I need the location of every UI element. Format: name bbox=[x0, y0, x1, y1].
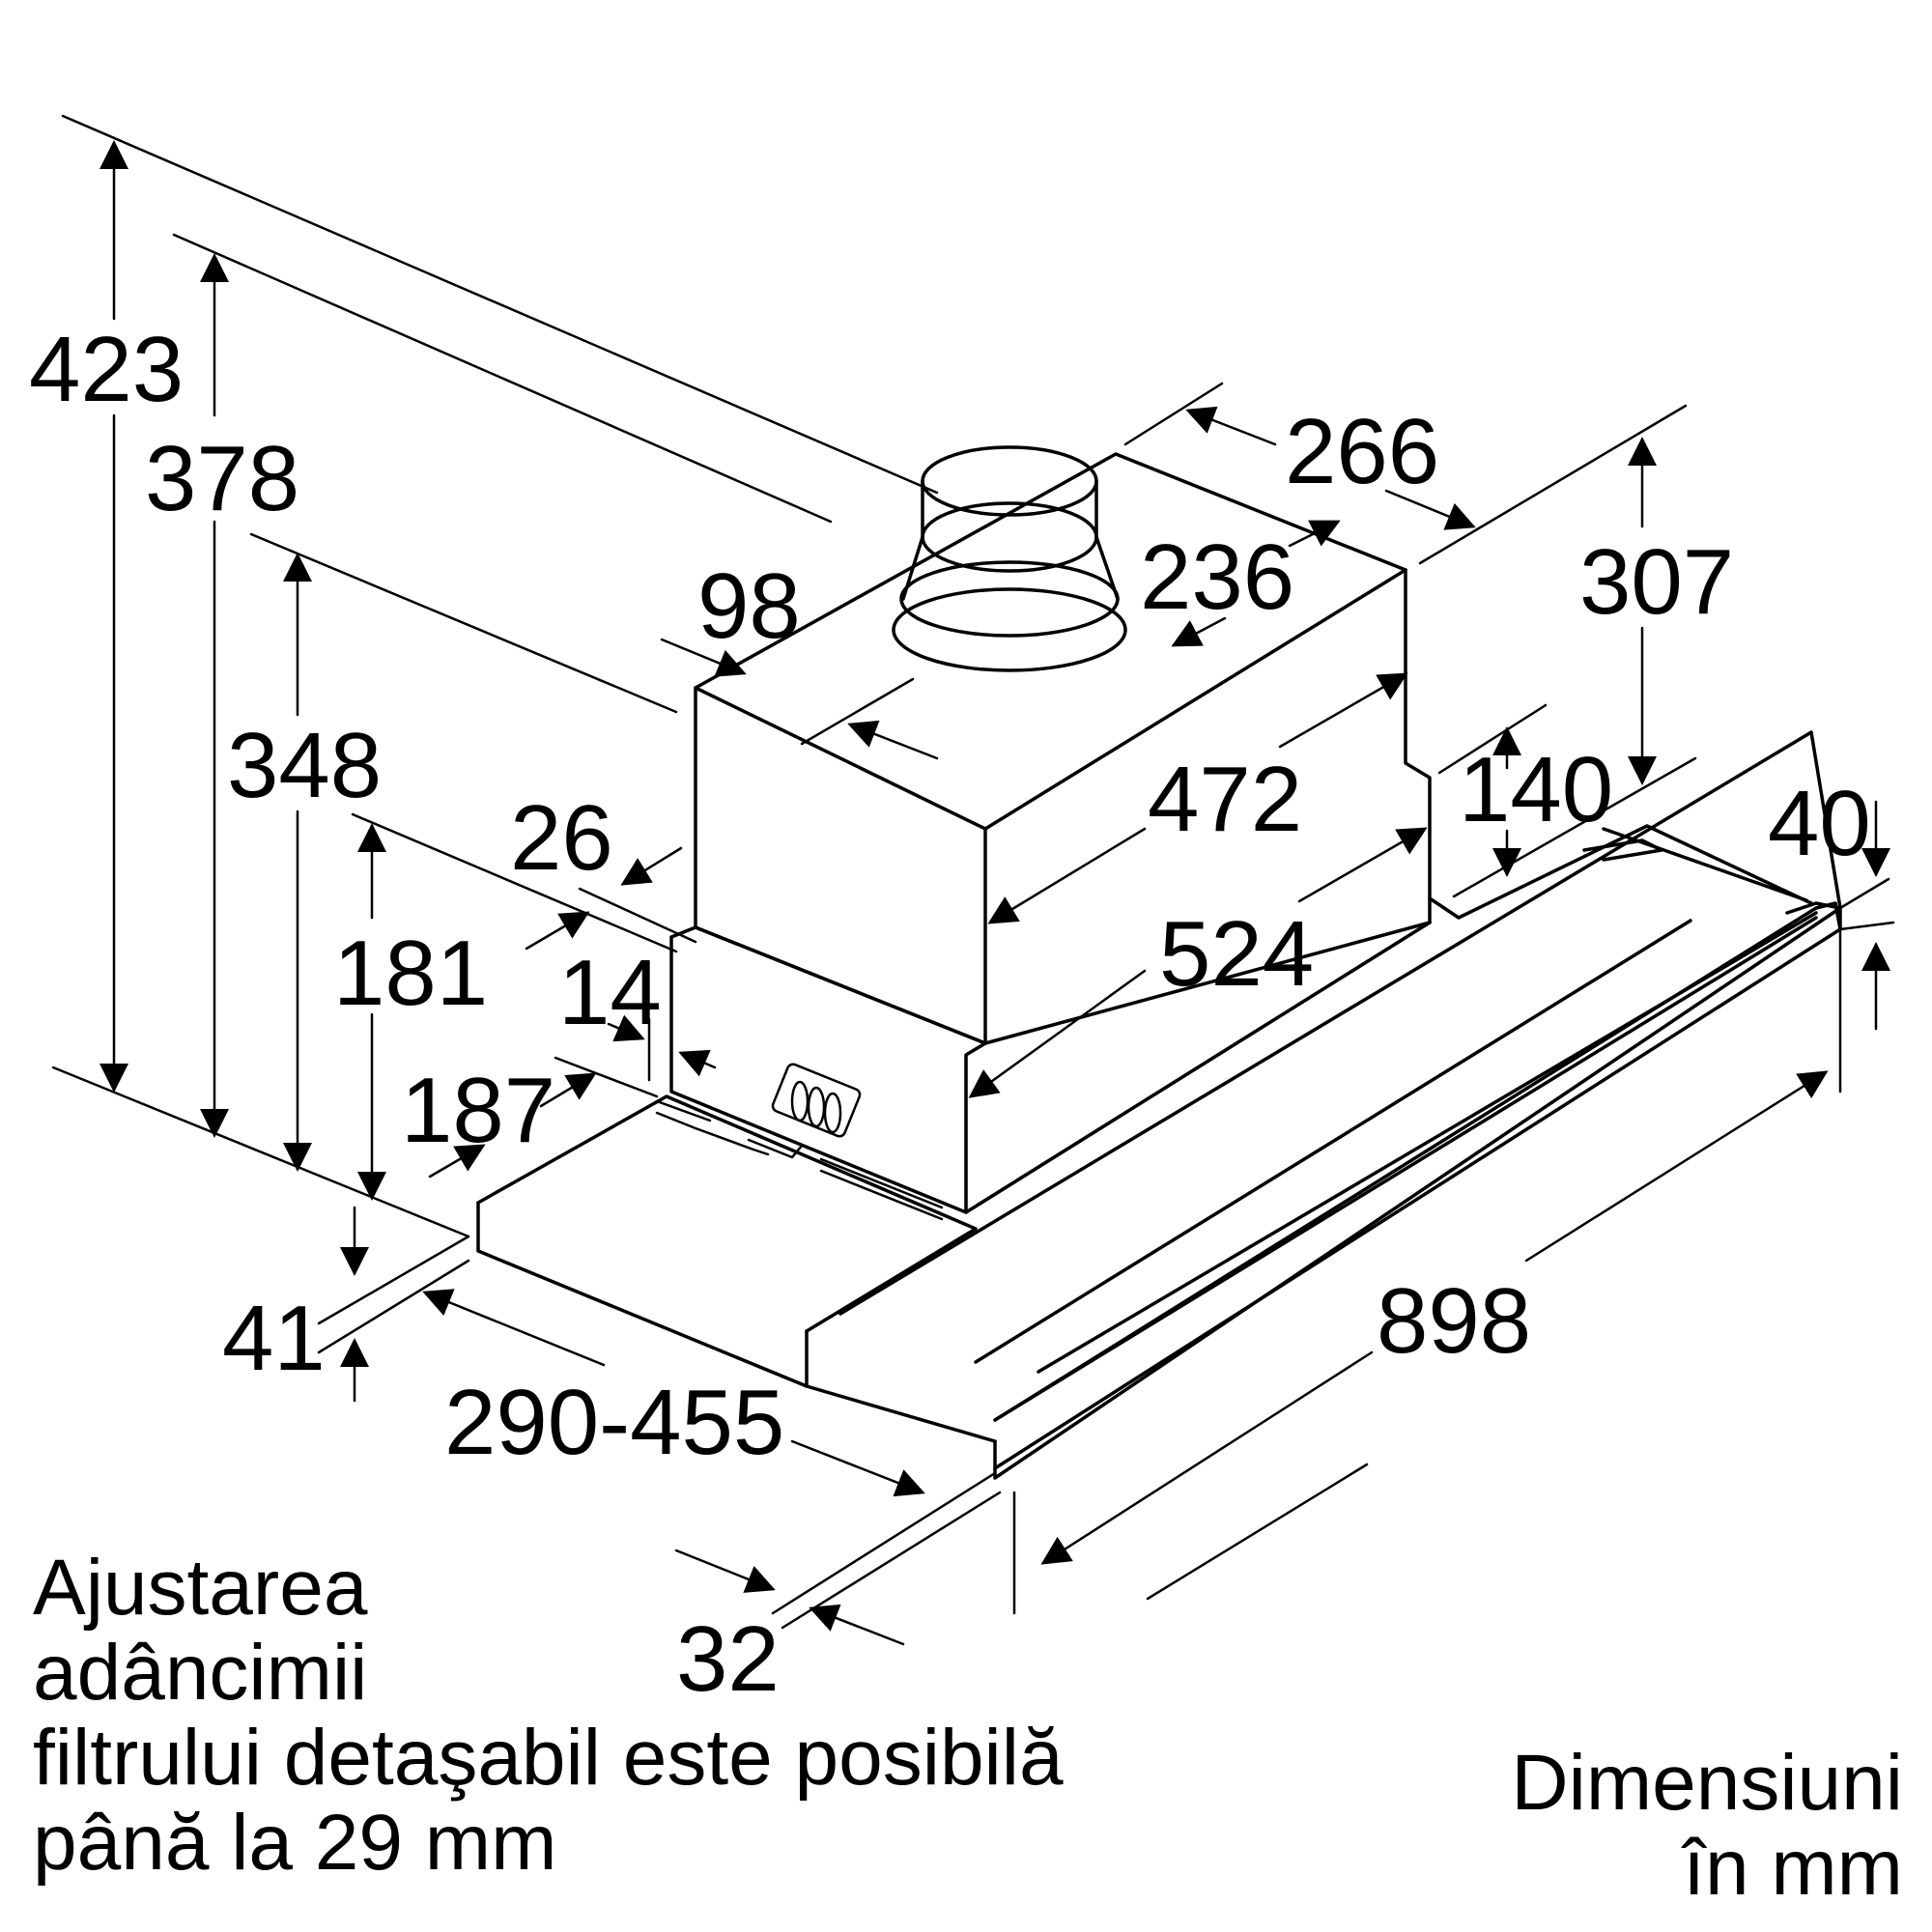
dim-181: 181 bbox=[333, 922, 488, 1025]
dim-98: 98 bbox=[697, 554, 801, 658]
dim-26: 26 bbox=[510, 786, 613, 890]
dim-898: 898 bbox=[1377, 1269, 1531, 1373]
dim-423: 423 bbox=[29, 318, 184, 421]
dim-307: 307 bbox=[1579, 530, 1734, 634]
note-left-line4: până la 29 mm bbox=[33, 1799, 557, 1887]
front-rail bbox=[838, 730, 1842, 1316]
dimension-labels: 423 378 348 181 41 98 26 14 187 266 236 … bbox=[29, 318, 1871, 1711]
lower-housing-edge bbox=[964, 921, 1432, 1214]
depth-adjustment-note: Ajustarea adâncimii filtrului detaşabil … bbox=[33, 1546, 1064, 1886]
note-left-line1: Ajustarea bbox=[33, 1544, 368, 1632]
rail-back bbox=[1602, 827, 1808, 902]
dim-14: 14 bbox=[558, 941, 662, 1044]
extension-lines bbox=[51, 114, 1895, 1630]
dim-41: 41 bbox=[222, 1287, 326, 1390]
dim-348: 348 bbox=[227, 714, 382, 817]
upper-block-front bbox=[694, 686, 987, 1045]
control-panel bbox=[655, 1063, 944, 1221]
hood-body bbox=[476, 445, 1842, 1480]
dim-140: 140 bbox=[1459, 738, 1613, 841]
note-right-line2: în mm bbox=[1683, 1824, 1903, 1912]
dim-524: 524 bbox=[1159, 902, 1314, 1006]
visor-bottom-right bbox=[805, 1384, 997, 1443]
visor-front bbox=[476, 1201, 809, 1388]
upper-block-right bbox=[1404, 568, 1432, 924]
rail-top bbox=[1428, 824, 1813, 920]
dimension-arrows bbox=[99, 140, 1890, 1646]
upper-block-side-bottom bbox=[983, 921, 1432, 1045]
dim-472: 472 bbox=[1148, 748, 1302, 851]
note-left-line3: filtrului detaşabil este posibilă bbox=[33, 1714, 1064, 1802]
front-bar-cap bbox=[1785, 901, 1842, 931]
visor-top bbox=[476, 1094, 978, 1333]
units-note: Dimensiuni în mm bbox=[1511, 1741, 1903, 1911]
front-rail-lower bbox=[993, 906, 1842, 1480]
duct-collar bbox=[892, 445, 1127, 672]
dim-40: 40 bbox=[1768, 772, 1871, 875]
dim-378: 378 bbox=[145, 427, 299, 530]
dim-290-455: 290-455 bbox=[444, 1371, 784, 1474]
front-bar-inner bbox=[993, 916, 1818, 1422]
dim-266: 266 bbox=[1285, 400, 1439, 503]
dim-236: 236 bbox=[1140, 526, 1294, 629]
front-bar bbox=[993, 901, 1842, 1470]
lower-housing bbox=[669, 925, 987, 1214]
note-left-line2: adâncimii bbox=[33, 1629, 368, 1717]
dim-32: 32 bbox=[676, 1607, 780, 1711]
note-right-line1: Dimensiuni bbox=[1511, 1739, 1903, 1827]
rail-inner-2 bbox=[1037, 911, 1818, 1374]
dim-187: 187 bbox=[401, 1059, 555, 1162]
rail-inner-1 bbox=[974, 919, 1692, 1364]
